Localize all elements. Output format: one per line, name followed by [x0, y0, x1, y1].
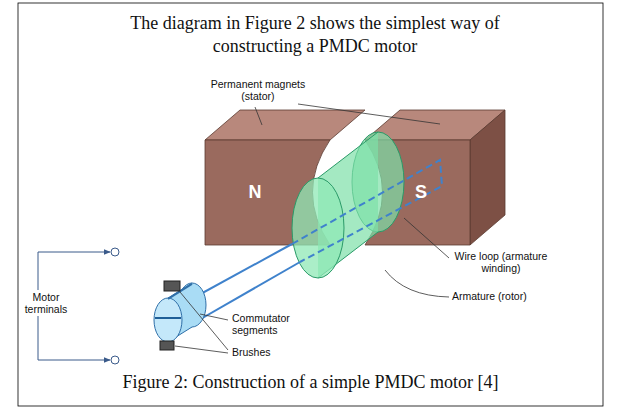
part-label: Armature (rotor) — [452, 290, 562, 302]
part-label: Wire loop (armature winding) — [452, 250, 550, 274]
part-label-box: Commutator segments — [232, 312, 312, 336]
part-label-box: Armature (rotor) — [452, 290, 562, 302]
magnet-pole: N — [205, 140, 305, 245]
pole-letter: S — [415, 182, 427, 203]
figure-frame — [18, 3, 603, 406]
magnet-pole: S — [372, 140, 470, 245]
armature-cylinder — [292, 132, 404, 278]
part-label: Brushes — [232, 346, 312, 358]
part-label-box: Brushes — [232, 346, 312, 358]
commutator — [154, 283, 206, 342]
wire-loop — [186, 160, 442, 324]
heading-text: The diagram in Figure 2 shows the simple… — [95, 12, 535, 58]
lower-brush — [160, 341, 174, 350]
figure-heading: The diagram in Figure 2 shows the simple… — [95, 12, 535, 58]
figure-caption: Figure 2: Construction of a simple PMDC … — [0, 371, 621, 394]
pole-letter: N — [249, 182, 262, 203]
leader-lines — [175, 104, 449, 353]
caption-text: Figure 2: Construction of a simple PMDC … — [0, 371, 621, 394]
part-label: Commutator segments — [232, 312, 312, 336]
part-label-box: Wire loop (armature winding) — [452, 250, 550, 274]
part-label-box: Permanent magnets (stator) — [210, 78, 306, 102]
part-label: Permanent magnets (stator) — [210, 78, 306, 102]
part-label: Motor terminals — [21, 290, 71, 316]
part-label-box: Motor terminals — [21, 290, 71, 316]
upper-brush — [164, 281, 180, 291]
